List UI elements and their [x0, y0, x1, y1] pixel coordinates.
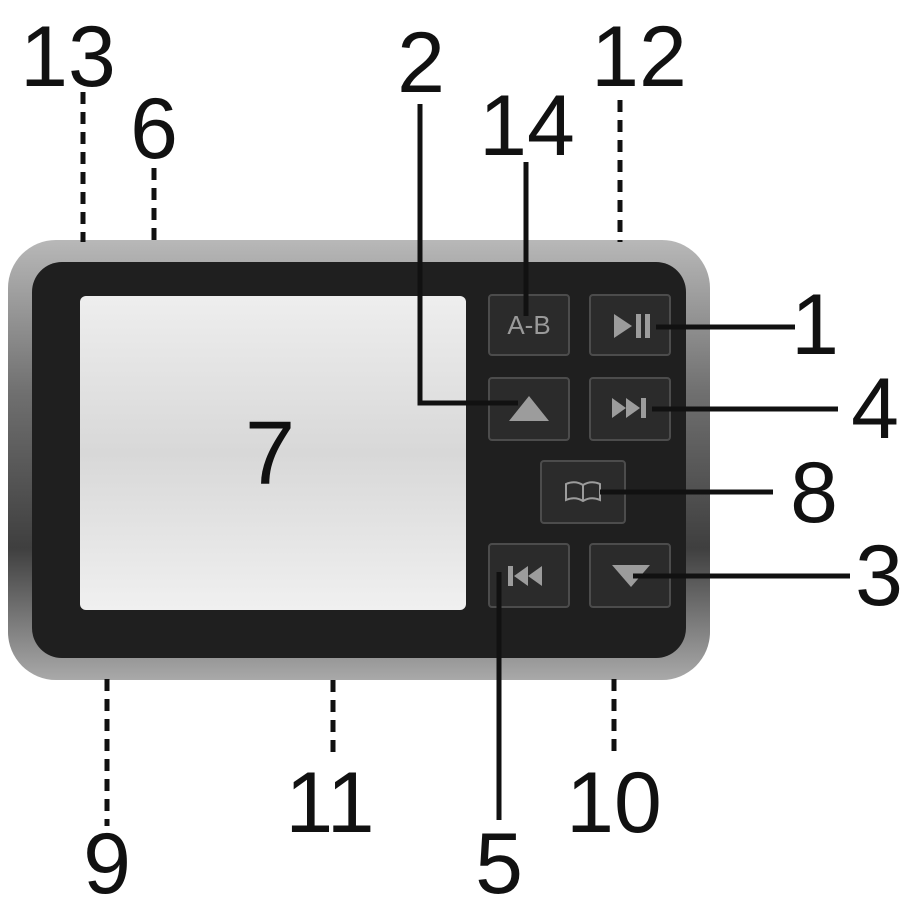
callout-6: 6: [130, 81, 178, 177]
callout-14: 14: [479, 78, 575, 174]
callout-9: 9: [83, 816, 131, 906]
skip-next-icon: [612, 398, 646, 418]
device-screen: [80, 296, 466, 610]
callout-13: 13: [20, 9, 116, 105]
down-button[interactable]: [589, 543, 671, 608]
screen-label: 7: [245, 404, 295, 504]
triangle-up-icon: [509, 396, 549, 421]
up-button[interactable]: [488, 377, 570, 441]
callout-12: 12: [591, 9, 687, 105]
callout-8: 8: [790, 445, 838, 541]
skip-prev-icon: [508, 566, 542, 586]
callout-5: 5: [475, 816, 523, 906]
ab-button[interactable]: A-B: [488, 294, 570, 356]
callout-2: 2: [397, 15, 445, 111]
callout-3: 3: [855, 528, 903, 624]
next-button[interactable]: [589, 377, 671, 441]
callout-4: 4: [851, 361, 899, 457]
callout-10: 10: [566, 755, 662, 851]
callout-1: 1: [791, 277, 839, 373]
book-icon: [565, 481, 601, 503]
callout-11: 11: [285, 755, 374, 851]
triangle-down-icon: [612, 565, 650, 587]
ab-button-label: A-B: [507, 310, 550, 340]
prev-button[interactable]: [488, 543, 570, 608]
leader-2: [417, 104, 518, 406]
play-pause-icon: [614, 314, 650, 338]
